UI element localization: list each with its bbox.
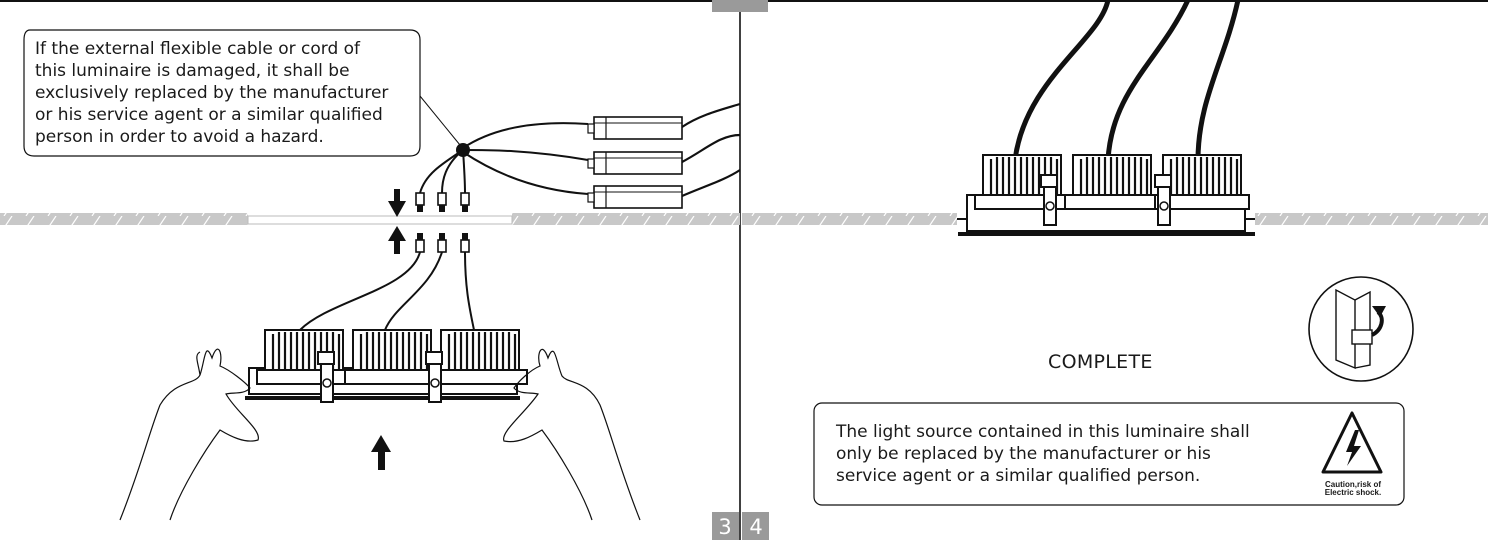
fixture-cables — [299, 251, 475, 331]
ceiling-opening — [247, 215, 513, 225]
driver-2 — [587, 151, 683, 175]
push-down-arrow-icon — [388, 189, 406, 217]
cable-warning-body: If the external flexible cable or cord o… — [35, 39, 389, 147]
lightning-icon — [1346, 430, 1361, 466]
page-3-tab — [712, 512, 739, 540]
light-source-warning-text: The light source contained in this lumin… — [836, 421, 1286, 487]
callout-box-right — [813, 402, 1405, 506]
installed-luminaire — [958, 153, 1255, 236]
junction-cables — [419, 122, 589, 195]
page-4-tab — [742, 512, 769, 540]
cable-warning-text: If the external flexible cable or cord o… — [35, 38, 410, 148]
right-panel — [742, 0, 1488, 506]
hand-icon — [119, 348, 259, 521]
ceiling-right-a — [742, 213, 957, 225]
ceiling-right-b — [1255, 213, 1488, 225]
hand-icon — [503, 348, 641, 521]
ceiling-left — [0, 213, 248, 225]
driver-3 — [587, 185, 683, 209]
left-panel — [0, 29, 741, 521]
push-up-arrow-icon — [371, 435, 391, 470]
spring-clip-detail-icon — [1308, 276, 1414, 382]
mains-cables — [681, 102, 741, 198]
complete-label: COMPLETE — [1048, 351, 1153, 373]
ceiling-right — [512, 213, 740, 225]
caution-label-text: Caution,risk of Electric shock. — [1324, 480, 1382, 497]
luminaire-triple — [245, 328, 529, 403]
callout-box-left — [23, 29, 421, 157]
page-number-3: 3 — [718, 515, 732, 539]
light-source-warning-body: The light source contained in this lumin… — [836, 422, 1250, 486]
page-number-4: 4 — [749, 515, 763, 539]
caution-label: Caution,risk of Electric shock. — [1322, 481, 1384, 497]
callout-pointer — [419, 95, 461, 146]
top-page-tab — [712, 0, 768, 12]
cable-junction — [456, 143, 470, 157]
push-up-arrow-icon — [388, 226, 406, 254]
driver-1 — [587, 116, 683, 140]
installed-cables — [1012, 0, 1241, 163]
